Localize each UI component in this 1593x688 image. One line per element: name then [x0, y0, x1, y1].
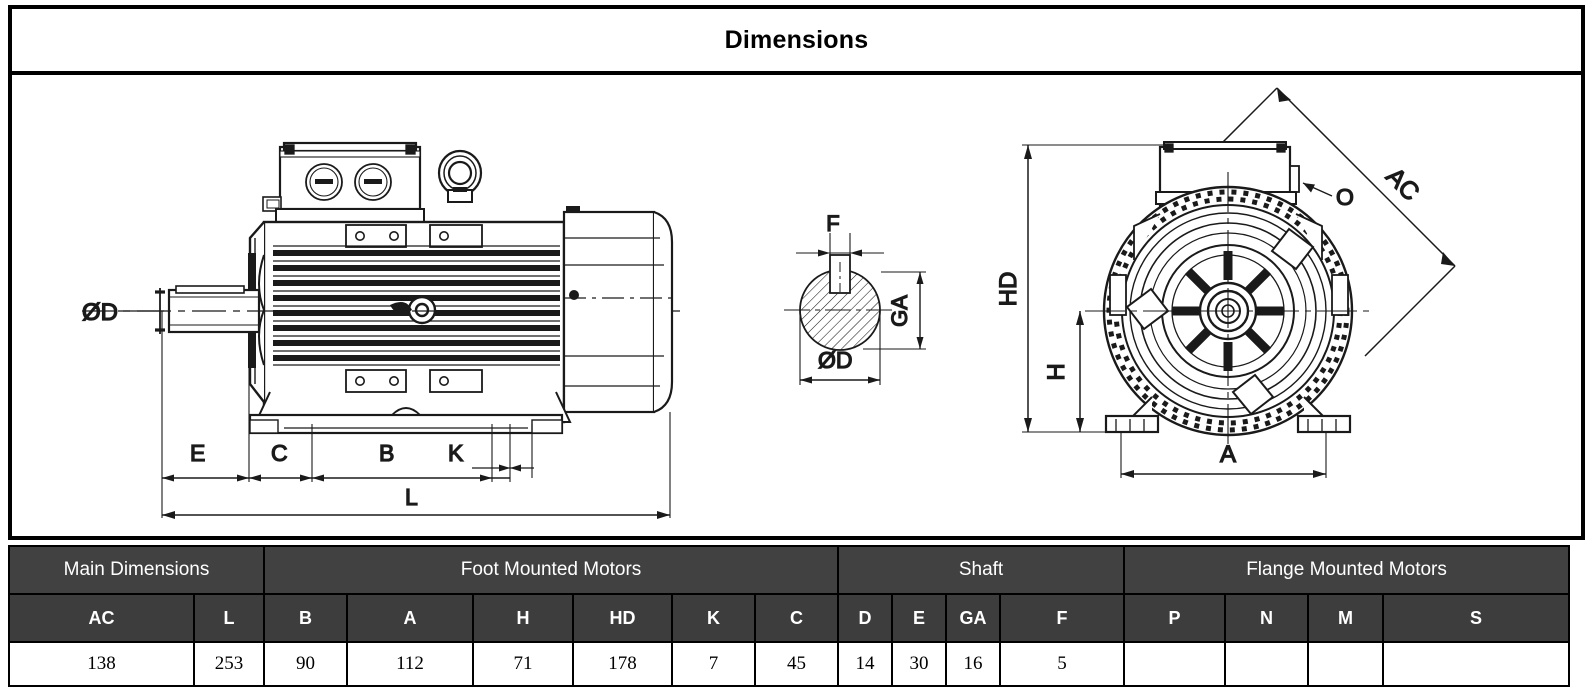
cell-hd: 178	[572, 641, 674, 687]
label-f: F	[826, 211, 839, 236]
page-title: Dimensions	[724, 25, 869, 54]
group-shaft: Shaft	[837, 545, 1126, 595]
column-header-n: N	[1224, 593, 1310, 643]
column-header-ac: AC	[8, 593, 195, 643]
column-header-l: L	[192, 593, 266, 643]
cell-a: 112	[346, 641, 475, 687]
cell-k: 7	[671, 641, 757, 687]
table-group-header-row: Main Dimensions Foot Mounted Motors Shaf…	[7, 545, 1571, 595]
cell-n	[1224, 641, 1310, 687]
cell-l: 253	[192, 641, 266, 687]
column-header-b: B	[263, 593, 349, 643]
cell-ac: 138	[8, 641, 195, 687]
column-header-m: M	[1307, 593, 1385, 643]
label-o: O	[1336, 184, 1354, 210]
column-header-d: D	[837, 593, 894, 643]
label-k: K	[448, 440, 464, 466]
label-diameter-d: ØD	[82, 299, 118, 326]
label-shaft-diameter-d: ØD	[818, 347, 853, 373]
column-header-c: C	[754, 593, 840, 643]
column-header-p: P	[1123, 593, 1227, 643]
label-a: A	[1220, 441, 1236, 468]
column-header-e: E	[891, 593, 948, 643]
cell-e: 30	[891, 641, 948, 687]
column-header-s: S	[1382, 593, 1571, 643]
cell-ga: 16	[945, 641, 1002, 687]
cell-p	[1123, 641, 1227, 687]
cell-f: 5	[999, 641, 1126, 687]
cell-s	[1382, 641, 1571, 687]
cell-h: 71	[472, 641, 575, 687]
cell-d: 14	[837, 641, 894, 687]
column-header-a: A	[346, 593, 475, 643]
column-header-h: H	[472, 593, 575, 643]
column-header-hd: HD	[572, 593, 674, 643]
title-frame: Dimensions	[8, 5, 1585, 75]
dimensions-table: Main Dimensions Foot Mounted Motors Shaf…	[7, 545, 1571, 687]
cell-c: 45	[754, 641, 840, 687]
table-column-header-row: AC L B A H HD K C D E GA F P N M S	[8, 593, 1571, 643]
cell-b: 90	[263, 641, 349, 687]
motor-side-view: ØD	[81, 141, 682, 519]
group-flange-mounted-motors: Flange Mounted Motors	[1123, 545, 1571, 595]
shaft-cross-section: F GA ØD	[784, 210, 926, 385]
label-h: H	[1043, 363, 1070, 380]
label-e: E	[190, 440, 205, 466]
table-row: 138 253 90 112 71 178 7 45 14 30 16 5	[8, 641, 1571, 687]
cell-m	[1307, 641, 1385, 687]
group-main-dimensions: Main Dimensions	[7, 545, 266, 595]
label-b: B	[379, 440, 394, 466]
column-header-k: K	[671, 593, 757, 643]
label-c: C	[271, 440, 288, 466]
drawing-area: ØD	[8, 75, 1585, 540]
technical-drawing-svg: ØD	[81, 87, 1456, 519]
group-foot-mounted-motors: Foot Mounted Motors	[263, 545, 840, 595]
motor-front-view: AC O	[994, 87, 1456, 478]
column-header-f: F	[999, 593, 1126, 643]
label-ga: GA	[887, 295, 912, 327]
label-l: L	[405, 484, 418, 510]
column-header-ga: GA	[945, 593, 1002, 643]
label-ac: AC	[1380, 162, 1424, 206]
label-hd: HD	[995, 272, 1022, 307]
